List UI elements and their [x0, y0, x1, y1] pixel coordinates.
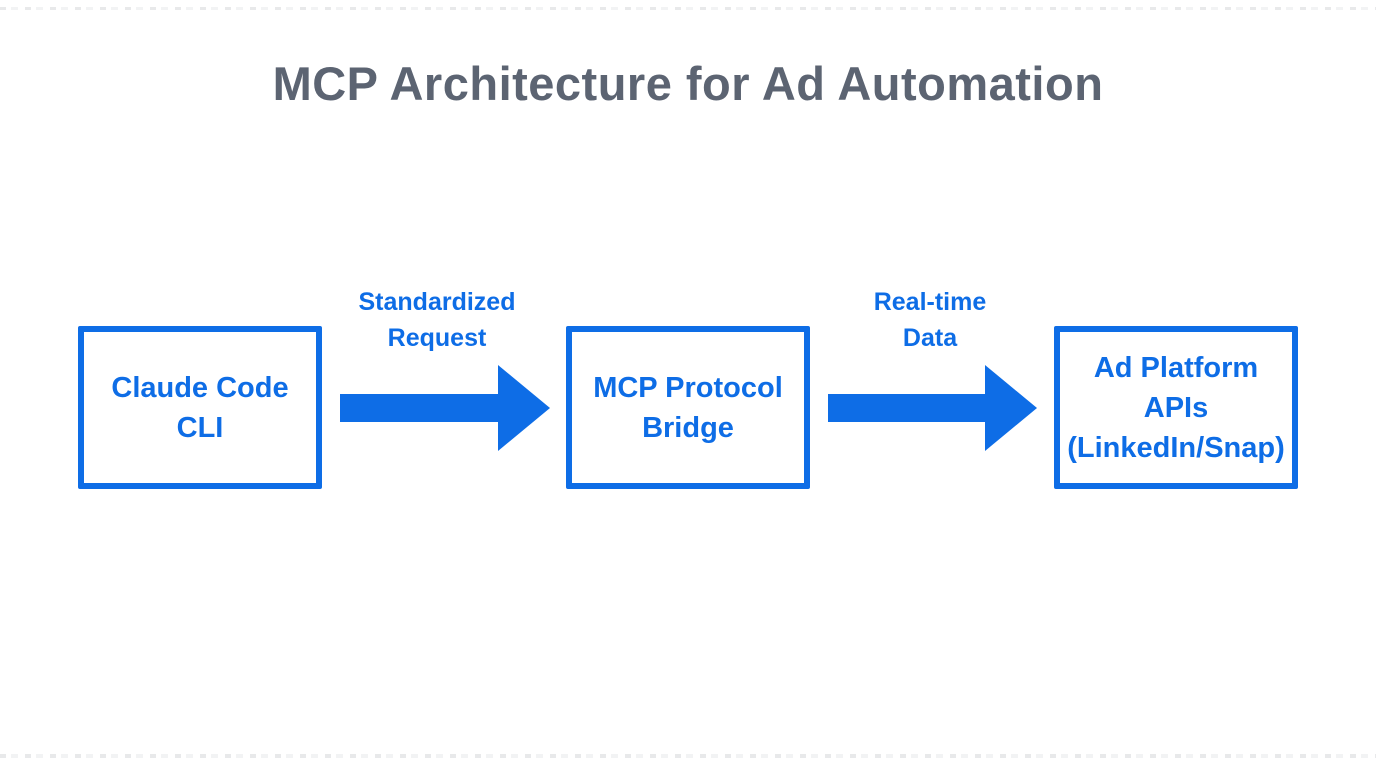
node-ad-platform-apis: Ad Platform APIs (LinkedIn/Snap) [1054, 326, 1298, 489]
node-label-line: (LinkedIn/Snap) [1067, 431, 1285, 464]
edge-label-real-time-data: Real-time Data [815, 284, 1045, 356]
arrow-head [498, 365, 550, 451]
arrow-body [828, 394, 986, 422]
node-mcp-protocol-bridge: MCP Protocol Bridge [566, 326, 810, 489]
node-label-line: MCP Protocol [593, 371, 783, 404]
arrow-head [985, 365, 1037, 451]
node-label: MCP Protocol Bridge [593, 368, 783, 448]
edge-label-line: Standardized [358, 288, 516, 316]
page-title: MCP Architecture for Ad Automation [272, 57, 1104, 110]
node-label-line: Ad Platform [1093, 351, 1259, 384]
edge-label-line: Real-time [873, 288, 987, 316]
node-label-line: CLI [176, 411, 224, 444]
node-label-line: APIs [1143, 391, 1209, 424]
frame-artifact-bottom [0, 754, 1376, 758]
frame-artifact-top [0, 7, 1376, 10]
node-label: Claude Code CLI [111, 368, 288, 448]
node-label: Ad Platform APIs (LinkedIn/Snap) [1067, 348, 1285, 468]
arrow-body [340, 394, 499, 422]
edge-label-standardized-request: Standardized Request [322, 284, 552, 356]
node-label-line: Bridge [642, 411, 734, 444]
node-claude-code-cli: Claude Code CLI [78, 326, 322, 489]
node-label-line: Claude Code [111, 371, 289, 404]
edge-label-line: Request [387, 324, 487, 352]
edge-label-line: Data [902, 324, 958, 352]
